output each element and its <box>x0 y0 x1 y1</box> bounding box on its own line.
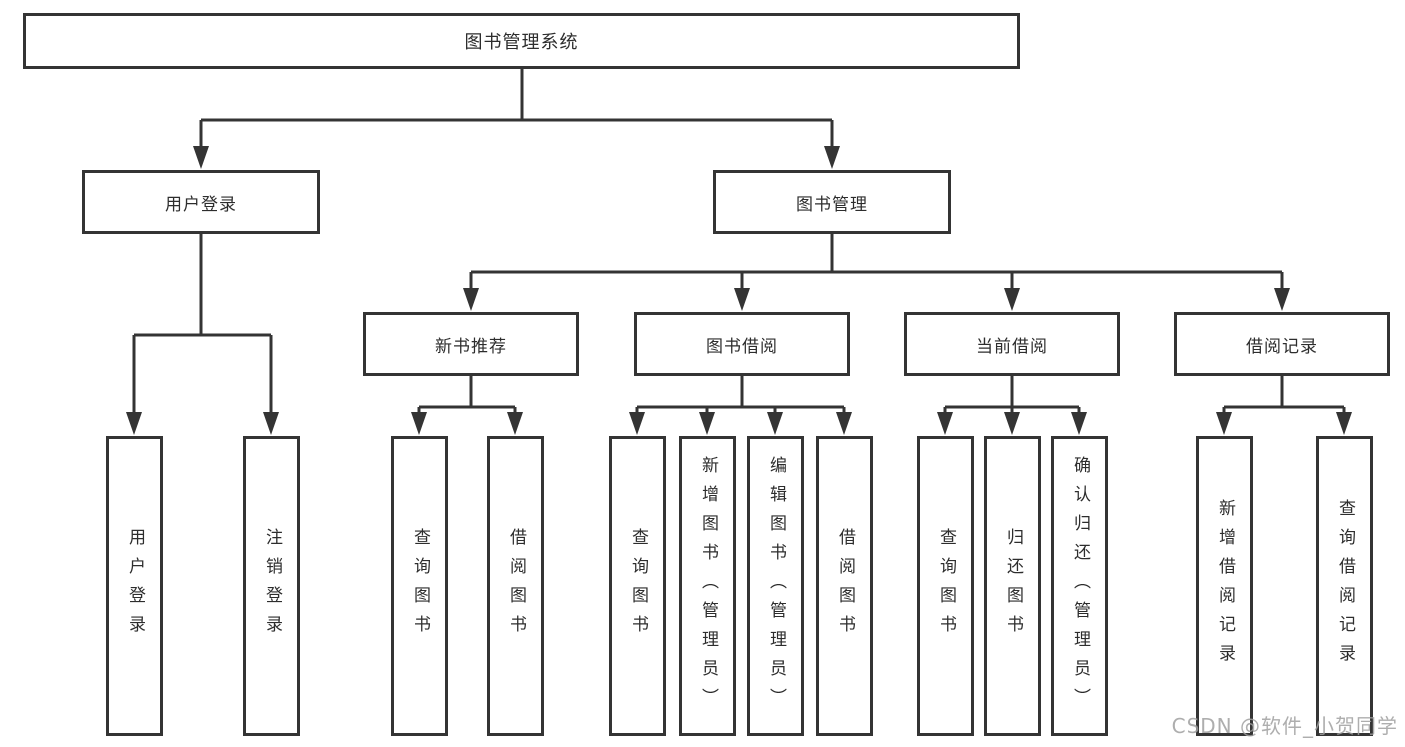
leaf-add-books-admin: 新增图书（管理员） <box>679 436 736 736</box>
arrowhead-icons <box>126 146 1352 435</box>
leaf-borrow-books-label: 借阅图书 <box>835 528 855 644</box>
node-borrow-records: 借阅记录 <box>1174 312 1390 376</box>
leaf-query-books-borrow-label: 查询图书 <box>628 528 648 644</box>
node-book-management: 图书管理 <box>713 170 951 234</box>
leaf-query-books-current-label: 查询图书 <box>936 528 956 644</box>
node-current-borrow-label: 当前借阅 <box>976 336 1048 357</box>
leaf-query-borrow-record-label: 查询借阅记录 <box>1335 499 1355 673</box>
leaf-query-books-borrow: 查询图书 <box>609 436 666 736</box>
node-borrow-records-label: 借阅记录 <box>1246 336 1318 357</box>
leaf-edit-books-admin-label: 编辑图书（管理员） <box>766 455 786 717</box>
connector-current-borrow-group <box>943 376 1081 413</box>
leaf-return-books-label: 归还图书 <box>1003 528 1023 644</box>
leaf-edit-books-admin: 编辑图书（管理员） <box>747 436 804 736</box>
node-book-management-label: 图书管理 <box>796 194 868 215</box>
leaf-confirm-return-admin: 确认归还（管理员） <box>1051 436 1108 736</box>
leaf-user-login: 用户登录 <box>106 436 163 736</box>
connector-new-book-group <box>417 376 517 413</box>
leaf-borrow-books: 借阅图书 <box>816 436 873 736</box>
leaf-user-login-label: 用户登录 <box>125 528 145 644</box>
watermark: CSDN @软件_小贺同学 <box>1171 714 1398 738</box>
node-new-book-recommend: 新书推荐 <box>363 312 579 376</box>
connector-borrow-records-group <box>1222 376 1346 413</box>
node-user-login: 用户登录 <box>82 170 320 234</box>
node-root-label: 图书管理系统 <box>464 32 579 53</box>
leaf-borrow-books-recommend-label: 借阅图书 <box>506 528 526 644</box>
leaf-add-borrow-record-label: 新增借阅记录 <box>1215 499 1235 673</box>
leaf-query-books-recommend: 查询图书 <box>391 436 448 736</box>
leaf-logout: 注销登录 <box>243 436 300 736</box>
node-user-login-label: 用户登录 <box>165 194 237 215</box>
connector-book-borrow-group <box>635 376 846 413</box>
node-new-book-recommend-label: 新书推荐 <box>435 336 507 357</box>
leaf-query-borrow-record: 查询借阅记录 <box>1316 436 1373 736</box>
node-root: 图书管理系统 <box>23 13 1020 69</box>
node-book-borrow: 图书借阅 <box>634 312 850 376</box>
leaf-query-books-current: 查询图书 <box>917 436 974 736</box>
node-book-borrow-label: 图书借阅 <box>706 336 778 357</box>
leaf-confirm-return-admin-label: 确认归还（管理员） <box>1070 455 1090 717</box>
leaf-query-books-recommend-label: 查询图书 <box>410 528 430 644</box>
leaf-add-borrow-record: 新增借阅记录 <box>1196 436 1253 736</box>
leaf-add-books-admin-label: 新增图书（管理员） <box>698 455 718 717</box>
leaf-borrow-books-recommend: 借阅图书 <box>487 436 544 736</box>
connector-book-management-group <box>469 234 1284 290</box>
connector-user-login-group <box>132 234 273 413</box>
leaf-return-books: 归还图书 <box>984 436 1041 736</box>
node-current-borrow: 当前借阅 <box>904 312 1120 376</box>
connector-root-trunk <box>199 69 834 147</box>
leaf-logout-label: 注销登录 <box>262 528 282 644</box>
